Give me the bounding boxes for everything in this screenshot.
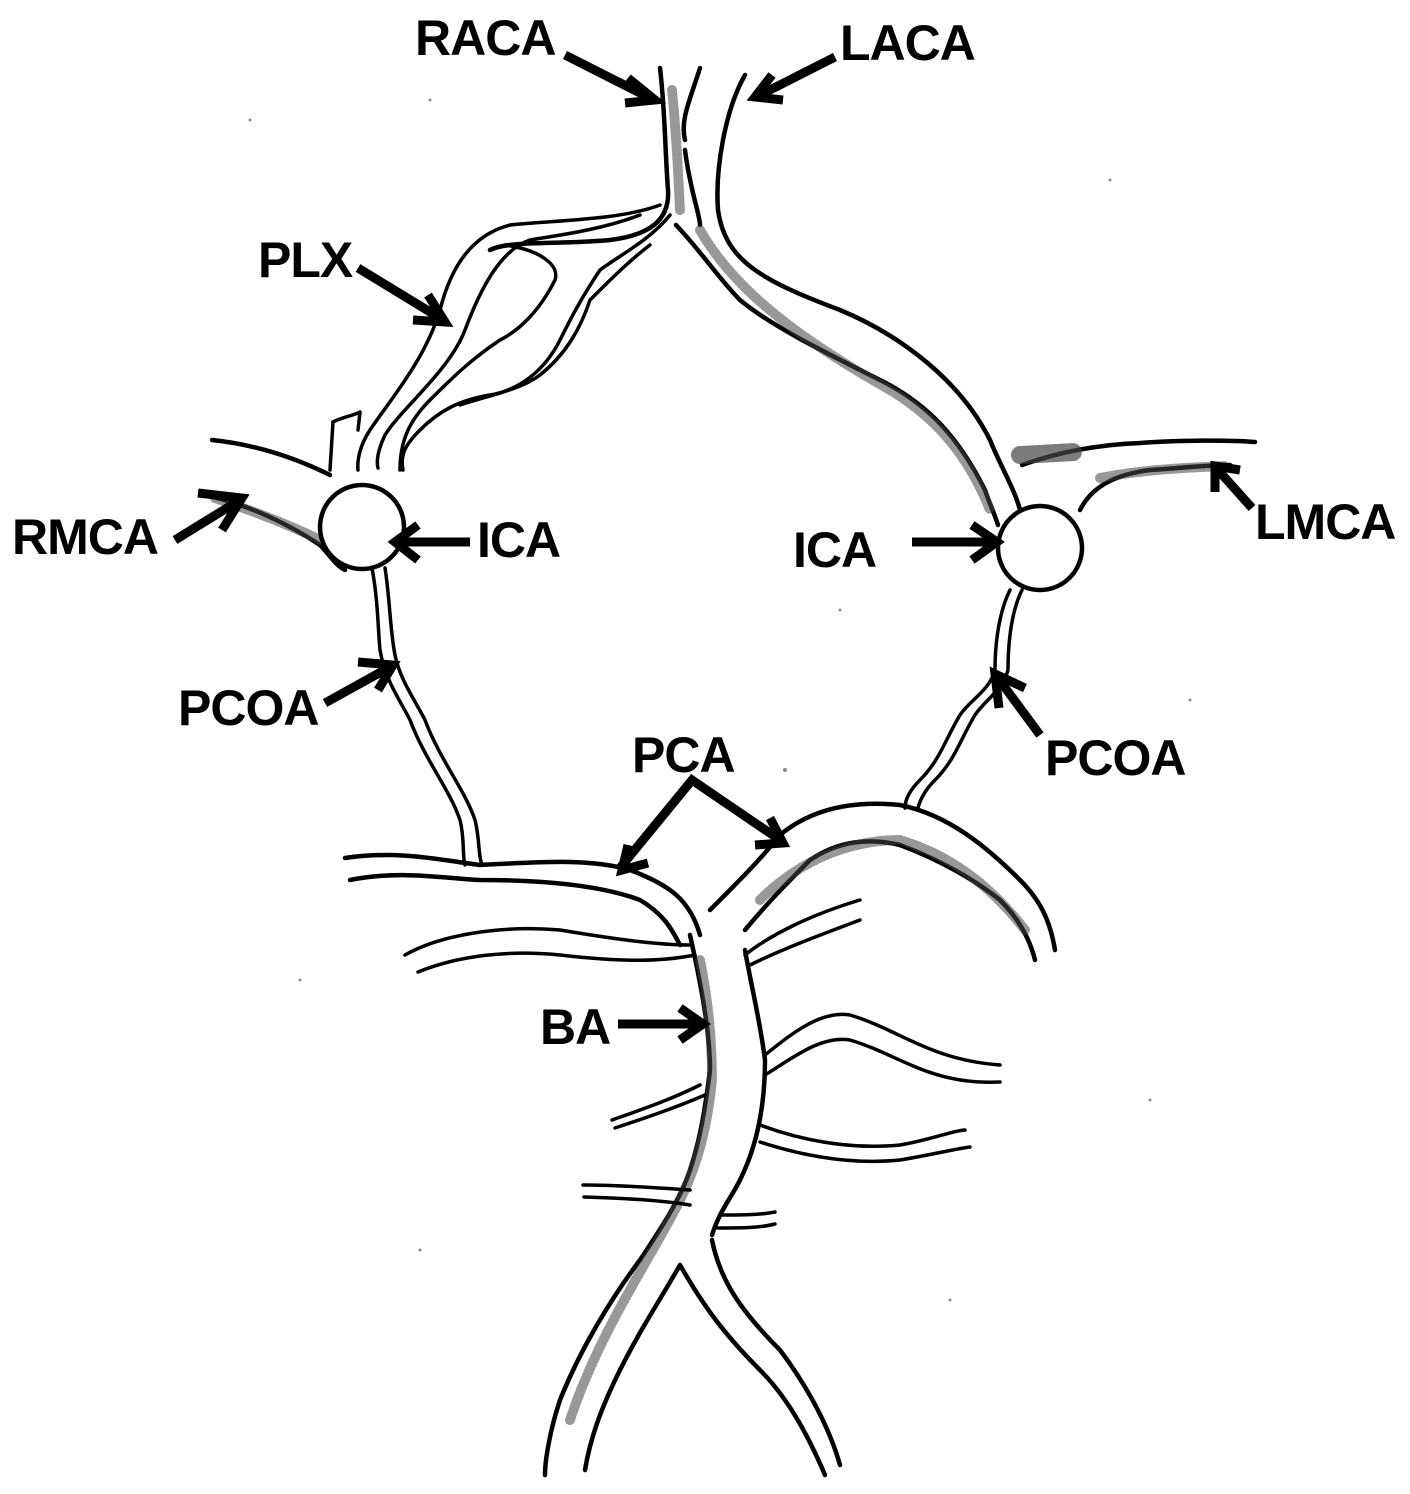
left-ica-circle <box>995 503 1085 593</box>
basilar-artery-vessel <box>542 932 843 1478</box>
raca-arrow <box>562 50 667 108</box>
laca-label: LACA <box>840 15 976 71</box>
pca-arrows <box>615 773 791 877</box>
right-pcoa-label: PCOA <box>178 680 319 736</box>
right-pcoa-vessel <box>370 566 484 867</box>
plx-arrow <box>355 264 454 328</box>
rmca-label: RMCA <box>12 509 159 565</box>
right-ica-circle <box>317 482 407 572</box>
left-ica-arrow <box>912 521 1005 564</box>
laca-arrow <box>746 52 838 105</box>
lmca-vessel <box>1011 438 1258 513</box>
left-pcoa-arrow <box>989 666 1044 738</box>
lmca-label: LMCA <box>1255 494 1396 550</box>
ba-label: BA <box>540 999 611 1055</box>
paper-specks <box>248 98 1192 1302</box>
left-pca-vessel <box>707 801 1058 963</box>
left-pcoa-label: PCOA <box>1045 730 1186 786</box>
left-ica-label: ICA <box>793 522 877 578</box>
laca-vessel <box>673 72 1023 528</box>
right-pca-vessel <box>342 852 703 948</box>
raca-vessel <box>487 65 703 253</box>
right-ica-label: ICA <box>477 512 561 568</box>
plx-label: PLX <box>258 232 353 288</box>
superior-cerebellar-branches <box>403 898 862 974</box>
pca-label: PCA <box>632 727 736 783</box>
lmca-arrow <box>1210 460 1256 512</box>
right-ica-arrow <box>387 521 470 564</box>
ba-arrow <box>618 1004 711 1044</box>
right-pcoa-arrow <box>322 657 401 707</box>
pontine-branches <box>581 1012 1002 1230</box>
raca-label: RACA <box>415 10 556 66</box>
left-pcoa-vessel <box>903 588 1024 810</box>
rmca-arrow <box>172 488 250 544</box>
plx-vessels <box>328 203 672 472</box>
